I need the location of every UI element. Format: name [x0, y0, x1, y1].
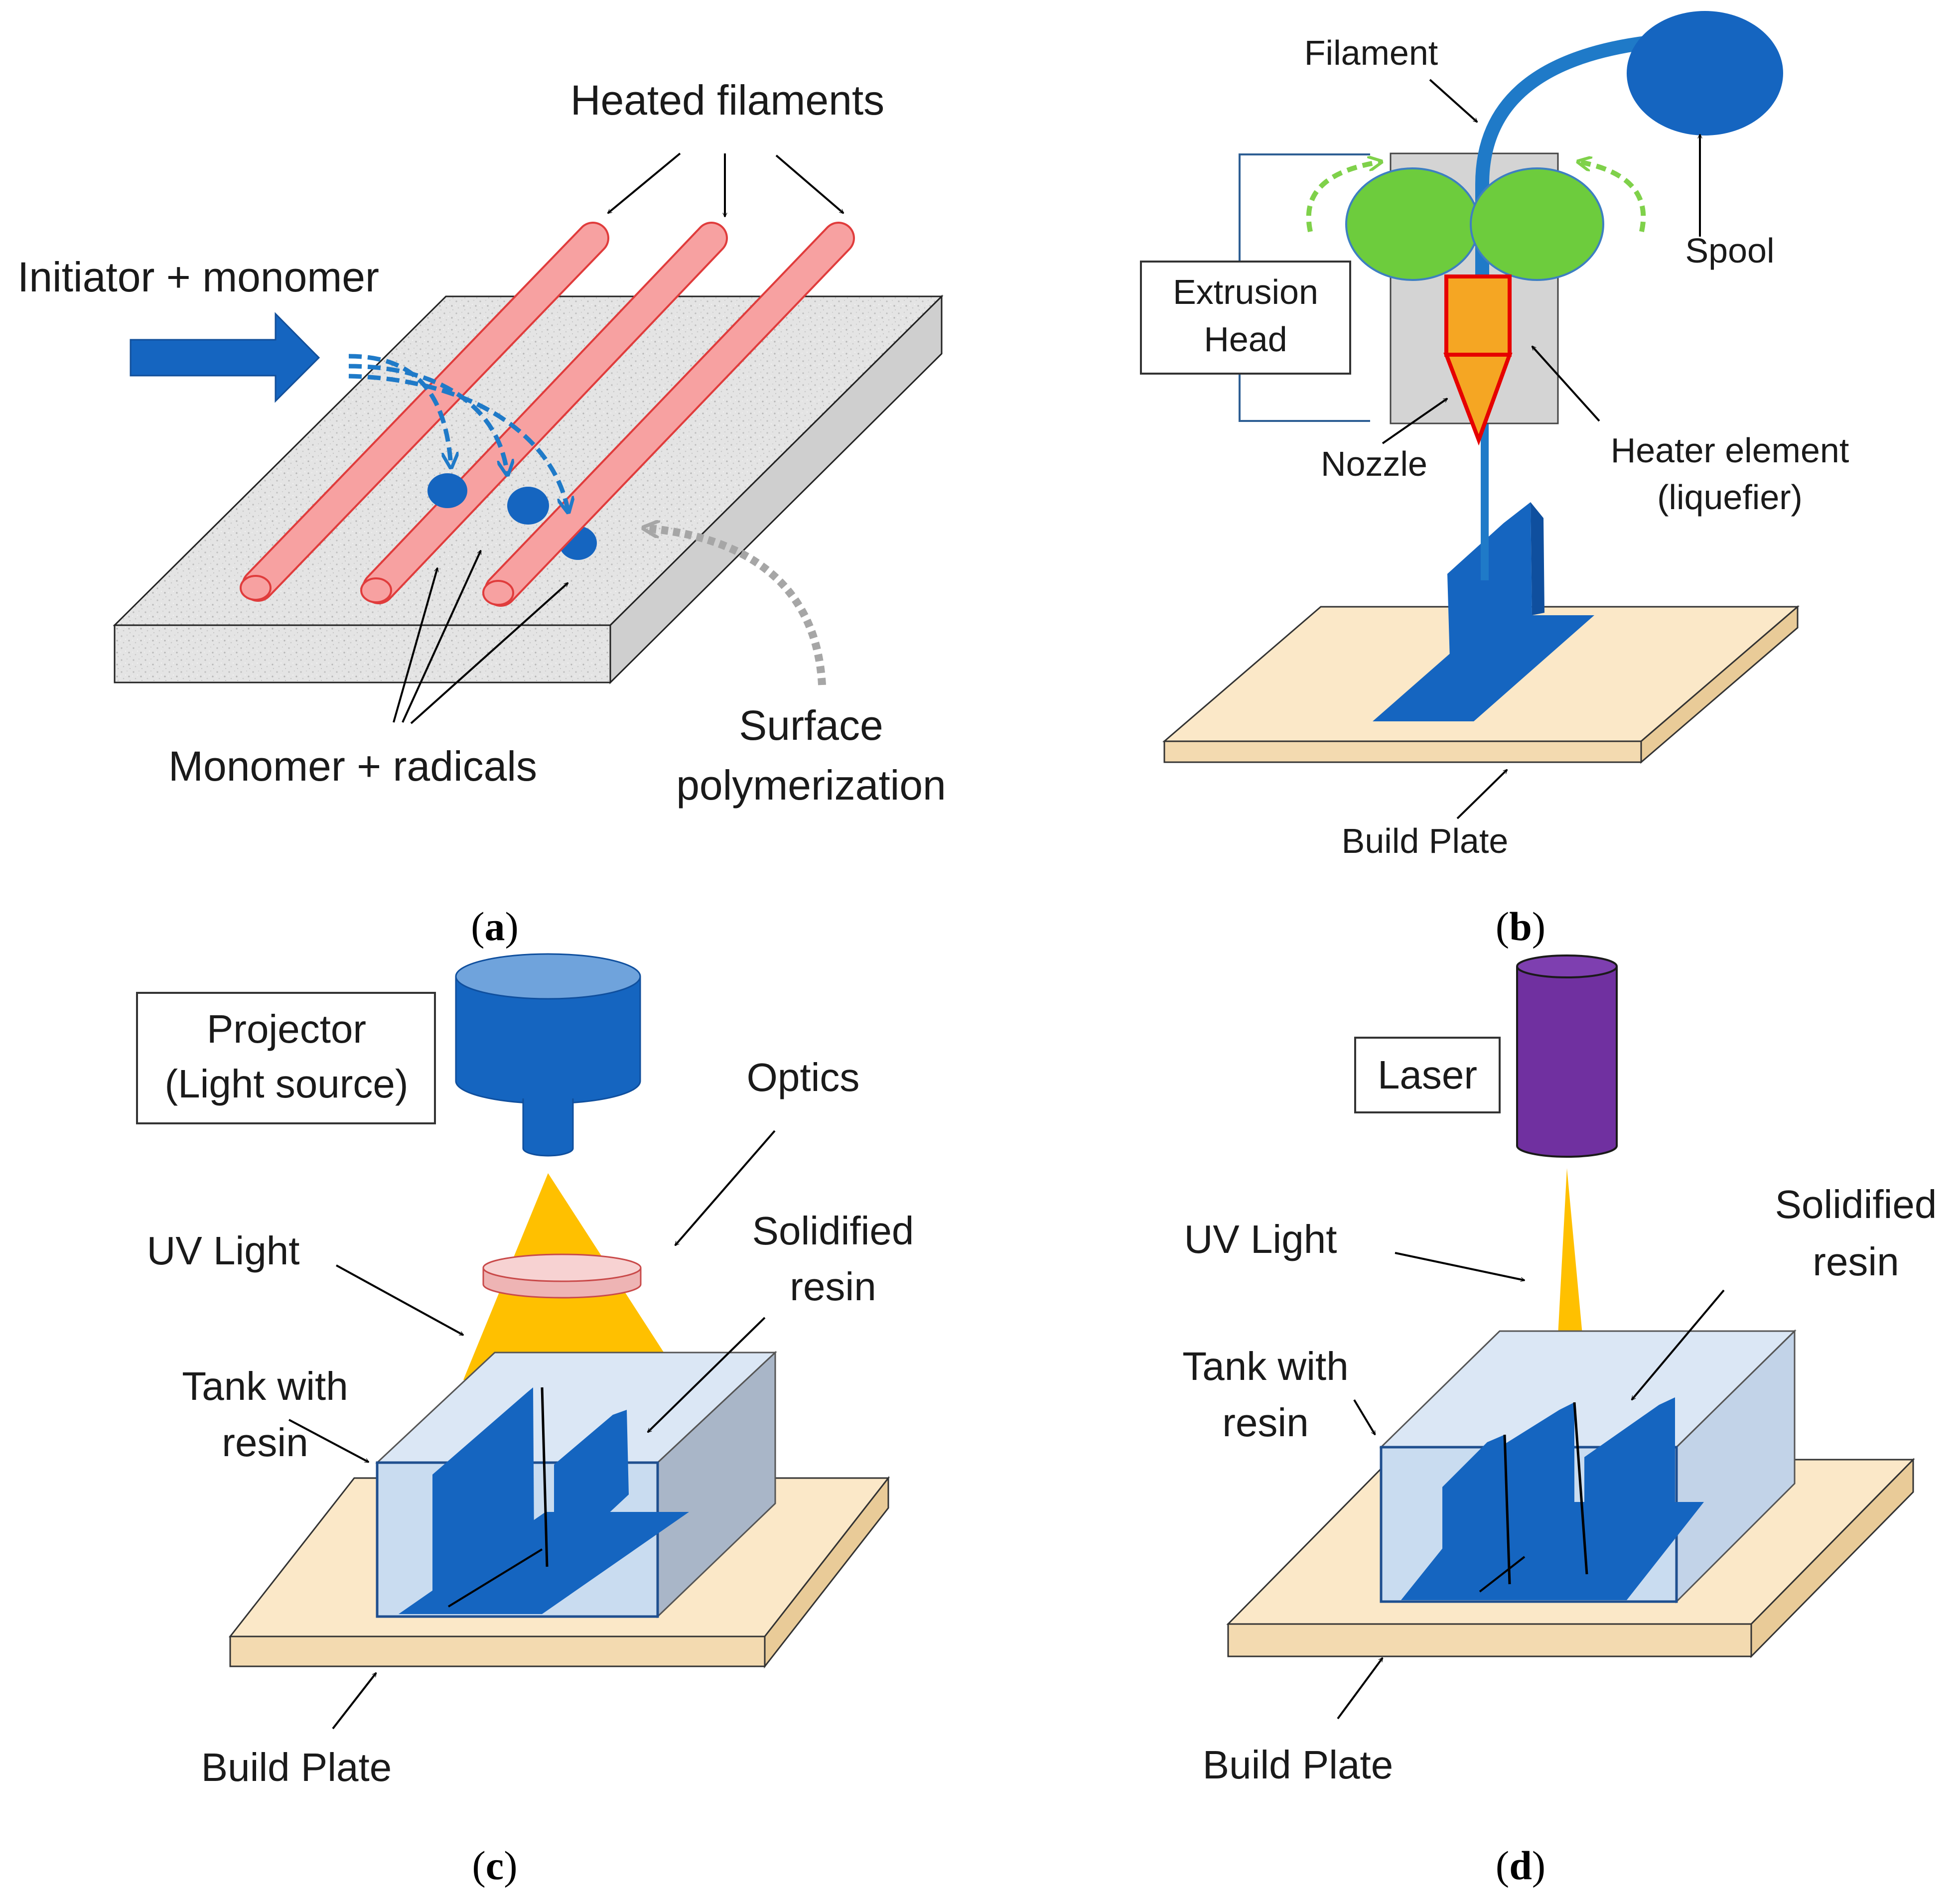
- label-nozzle: Nozzle: [1321, 444, 1427, 483]
- label-projector: Projector: [207, 1007, 366, 1051]
- projector: [455, 953, 641, 1157]
- initiator-flow-arrows: [348, 354, 568, 511]
- label-heated-filaments: Heated filaments: [570, 77, 884, 124]
- heated-filament-1: [240, 222, 609, 602]
- projector-label-box: [136, 992, 436, 1124]
- extrusion-head-label-box: [1140, 261, 1351, 375]
- label-uv-light-d: UV Light: [1184, 1217, 1337, 1261]
- panel-d-leader-lines: [1337, 1252, 1725, 1720]
- label-head: Head: [1204, 320, 1287, 359]
- label-filament: Filament: [1304, 33, 1438, 72]
- caption-d: (d): [1496, 1843, 1545, 1888]
- laser-label-box: [1354, 1037, 1501, 1113]
- panel-c-leader-lines: [288, 1130, 776, 1730]
- label-solidified-d: Solidified: [1775, 1182, 1937, 1226]
- caption-b-letter: b: [1509, 904, 1532, 949]
- panel-a: Heated filaments Initiator + monomer Mon…: [17, 77, 946, 949]
- panel-b-leader-lines: [1382, 79, 1700, 819]
- laser-emitter: [1516, 954, 1618, 1158]
- filament-strand: [1475, 35, 1656, 286]
- drive-roller-left: [1345, 167, 1480, 281]
- label-polymerization: polymerization: [676, 762, 946, 809]
- optics-lens: [482, 1253, 642, 1299]
- label-spool: Spool: [1685, 231, 1774, 270]
- label-build-plate-d: Build Plate: [1203, 1743, 1393, 1787]
- caption-a: (a): [471, 904, 519, 949]
- caption-b: (b): [1496, 904, 1545, 949]
- solidified-part-c: [399, 1387, 689, 1614]
- roller-rotation-arrow-right: [1579, 162, 1646, 233]
- uv-light-beam-d: [1555, 1168, 1587, 1382]
- surface-polymerization-arrow: [645, 528, 826, 685]
- panel-b: Filament Spool Extrusion Head Nozzle Hea…: [1140, 11, 1849, 949]
- heated-filament-3: [482, 222, 855, 607]
- label-resin-c: resin: [790, 1264, 876, 1309]
- label-extrusion: Extrusion: [1173, 272, 1318, 311]
- panel-d: Laser UV Light Solidified resin Tank wit…: [1182, 954, 1937, 1888]
- caption-d-letter: d: [1509, 1843, 1532, 1888]
- label-optics: Optics: [747, 1055, 860, 1099]
- panel-c: Projector (Light source) Optics UV Light…: [136, 953, 914, 1888]
- label-liquefier: (liquefier): [1657, 478, 1803, 517]
- label-build-plate-c: Build Plate: [201, 1745, 392, 1789]
- spool: [1627, 11, 1783, 136]
- nozzle: [1443, 353, 1513, 446]
- caption-a-letter: a: [485, 904, 505, 949]
- label-tank-with-d: Tank with: [1182, 1344, 1348, 1388]
- label-light-source: (Light source): [164, 1062, 408, 1106]
- label-resin-d: resin: [1813, 1239, 1899, 1284]
- label-tank-resin-c: resin: [222, 1420, 308, 1465]
- label-tank-with-c: Tank with: [182, 1364, 348, 1408]
- label-heater-element: Heater element: [1611, 431, 1849, 470]
- heated-filament-2: [360, 222, 728, 604]
- label-build-plate-b: Build Plate: [1342, 821, 1509, 860]
- label-solidified-c: Solidified: [752, 1209, 914, 1253]
- label-tank-resin-d: resin: [1222, 1400, 1308, 1445]
- label-monomer-radicals: Monomer + radicals: [168, 743, 537, 790]
- initiator-input-arrow: [130, 312, 320, 403]
- label-laser: Laser: [1378, 1053, 1477, 1097]
- caption-c-letter: c: [486, 1843, 504, 1888]
- label-initiator-monomer: Initiator + monomer: [17, 254, 379, 300]
- heater-element: [1444, 274, 1512, 357]
- label-uv-light-c: UV Light: [147, 1228, 300, 1273]
- drive-roller-right: [1470, 167, 1604, 281]
- solidified-part-d: [1401, 1397, 1704, 1600]
- label-surface: Surface: [739, 702, 883, 749]
- printed-part-b: [1373, 502, 1594, 721]
- caption-c: (c): [472, 1843, 517, 1888]
- panel-a-leader-lines: [393, 152, 843, 724]
